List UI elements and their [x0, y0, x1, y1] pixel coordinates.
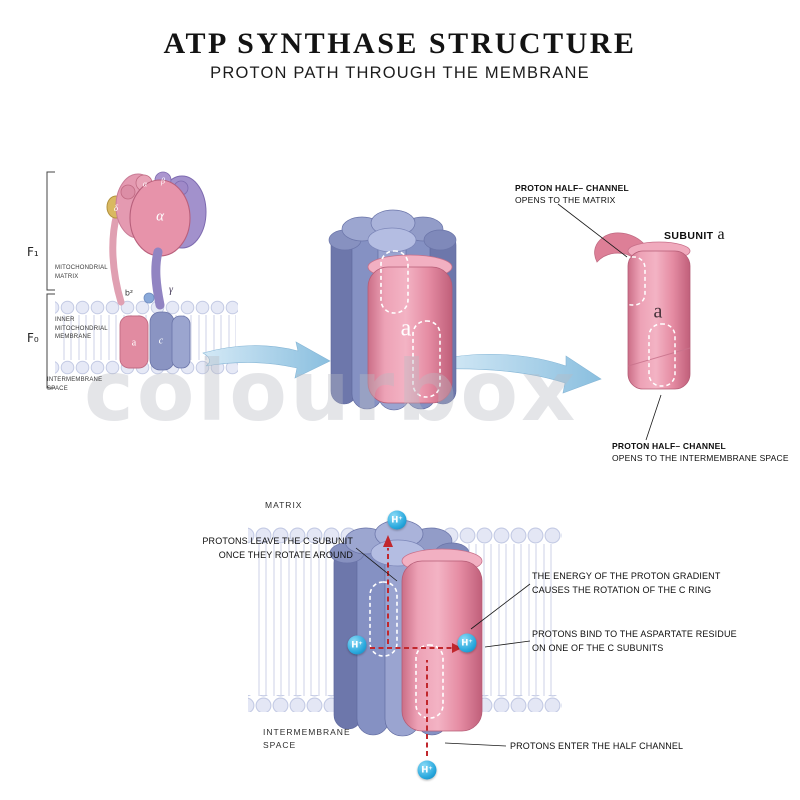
f1-bracket: [46, 171, 55, 291]
subunit-a-body: [627, 250, 691, 390]
half-channel-matrix: [380, 250, 409, 314]
proton-arrowhead-up: [383, 535, 393, 547]
f1-label: F₁: [27, 245, 39, 259]
membrane-heads-top: [55, 300, 238, 315]
half-channel-entry: [415, 644, 444, 719]
top-note-body: OPENS TO THE MATRIX: [515, 195, 616, 205]
note-protons-leave: PROTONS LEAVE THE C SUBUNIT ONCE THEY RO…: [202, 536, 353, 560]
half-channel-ims: [412, 320, 441, 398]
b2-stalk: [109, 210, 125, 306]
c-petal: [423, 229, 457, 251]
leader-top-note: [557, 203, 628, 258]
subunit-heading-prefix: SUBUNIT: [664, 230, 714, 242]
bottom-note-title: PROTON HALF– CHANNEL: [612, 441, 726, 451]
inner-membrane-label: INNER MITOCHONDRIAL MEMBRANE: [55, 317, 108, 341]
c-petal-center: [367, 227, 417, 253]
a-small-label: a: [131, 337, 137, 349]
epsilon-subunit: [143, 292, 155, 304]
a-subunit-label: a: [653, 300, 663, 323]
a2-cylinder: [401, 560, 483, 732]
alpha-label: α: [156, 208, 164, 225]
figure-proton-path: [248, 519, 562, 756]
subunit-a-ridge: [627, 347, 691, 367]
a-subunit-small: [119, 315, 149, 369]
half-channel-matrix-c: [620, 256, 646, 306]
membrane-heads-bottom: [55, 360, 238, 375]
leader-bottom-note: [645, 394, 662, 441]
beta-small-label: β: [161, 176, 165, 186]
proton-arrowhead-right: [452, 643, 462, 653]
head-lobe: [120, 184, 136, 200]
gamma-label: γ: [169, 284, 173, 296]
a-cylinder: [367, 266, 453, 404]
intermembrane-region-label: INTERMEMBRANE SPACE: [47, 377, 103, 392]
delta-label: δ: [113, 203, 119, 213]
b2-label: b²: [124, 288, 134, 298]
proton-badge-top: H⁺: [387, 510, 407, 530]
note-protons-enter: PROTONS ENTER THE HALF CHANNEL: [510, 741, 684, 751]
page-title: ATP SYNTHASE STRUCTURE: [163, 27, 637, 60]
f0-label: F₀: [27, 331, 39, 345]
figure-full-synthase: [46, 171, 238, 389]
proton-badge-right: H⁺: [457, 633, 477, 653]
f0-bracket: [46, 293, 55, 389]
zoom-arrow-1: [202, 341, 331, 379]
half-channel-ims-c: [648, 323, 676, 387]
c-ring-small-right: [171, 315, 191, 369]
watermark: colourbox: [84, 342, 579, 440]
alpha-small-label: α: [142, 179, 148, 189]
intermembrane-label: INTERMEMBRANE SPACE: [263, 727, 351, 751]
matrix-region-label: MITOCHONDRIAL MATRIX: [55, 265, 108, 280]
bottom-note-body: OPENS TO THE INTERMEMBRANE SPACE: [612, 453, 789, 463]
half-channel-exit: [369, 581, 398, 657]
note-protons-bind: PROTONS BIND TO THE ASPARTATE RESIDUE ON…: [532, 629, 737, 653]
c-small-label: c: [158, 335, 164, 347]
subunit-heading-letter: a: [717, 226, 725, 243]
top-note-title: PROTON HALF– CHANNEL: [515, 183, 629, 193]
a-cring-label: a: [400, 315, 412, 342]
page-subtitle: PROTON PATH THROUGH THE MEMBRANE: [210, 64, 590, 82]
proton-badge-bottom: H⁺: [417, 760, 437, 780]
matrix-label: MATRIX: [265, 500, 303, 510]
note-energy-gradient: THE ENERGY OF THE PROTON GRADIENT CAUSES…: [532, 571, 721, 595]
leader-bind-note: [484, 640, 531, 648]
leader-energy-note: [470, 583, 531, 630]
leader-leave-note: [355, 547, 398, 582]
proton-badge-left: H⁺: [347, 635, 367, 655]
leader-enter-note: [444, 742, 507, 747]
figure-cring: [328, 209, 457, 411]
gamma-stalk: [151, 247, 165, 310]
figure-subunit-a: [557, 203, 691, 441]
